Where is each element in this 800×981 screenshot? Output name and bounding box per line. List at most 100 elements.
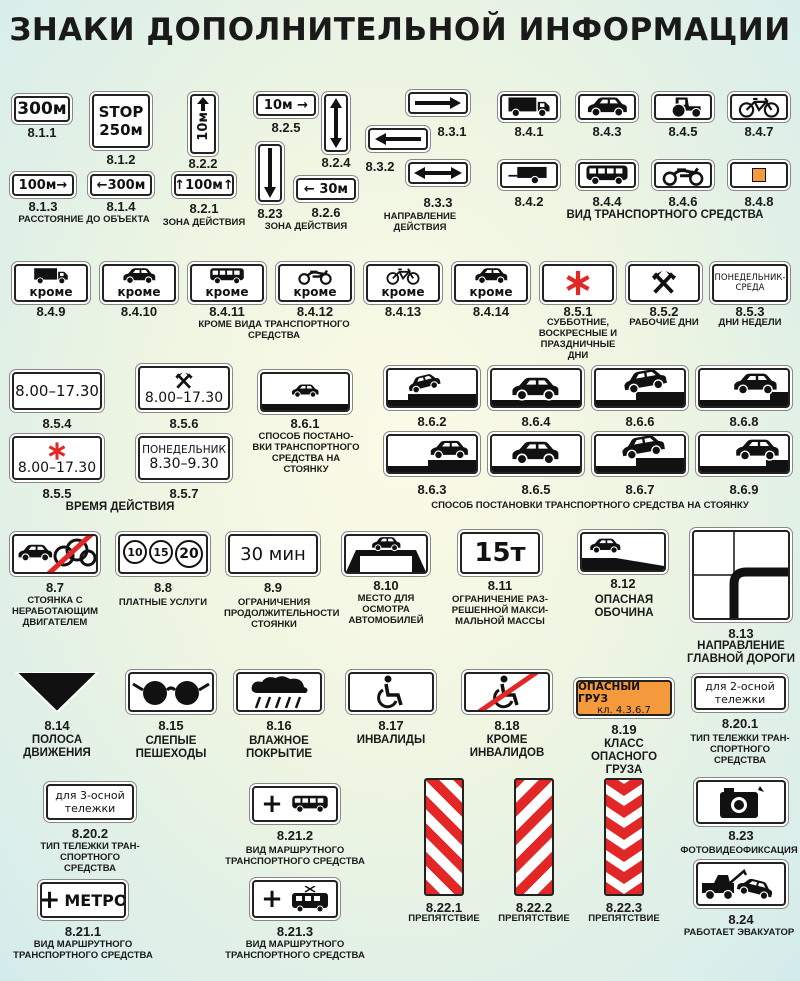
caption-8-2-b: ЗОНА ДЕЙСТВИЯ xyxy=(264,221,348,232)
code-8-2-5: 8.2.5 xyxy=(271,120,301,135)
code-8-1-2: 8.1.2 xyxy=(106,152,136,167)
bicycle-icon xyxy=(737,96,781,118)
code-8-16: 8.16 xyxy=(266,718,292,733)
truck-icon xyxy=(33,267,69,285)
caption-8-5-2: РАБОЧИЕ ДНИ xyxy=(629,317,699,328)
sign-8-5-1 xyxy=(542,264,614,302)
code-8-1-3: 8.1.3 xyxy=(28,199,58,214)
sign-8-4-12: кроме xyxy=(278,264,352,302)
asterisk-icon xyxy=(564,269,592,297)
code-8-2-3: 8.23 xyxy=(257,206,283,221)
code-8-4-8: 8.4.8 xyxy=(744,194,774,209)
code-8-14: 8.14 xyxy=(44,718,70,733)
code-8-1-4: 8.1.4 xyxy=(106,199,136,214)
caption-8-22-1: ПРЕПЯТСТВИЕ xyxy=(408,913,480,924)
sign-8-20-2: для 3-осной тележки xyxy=(46,784,134,820)
caption-8-21-1: ВИД МАРШРУТНОГО ТРАНСПОРТНОГО СРЕДСТВА xyxy=(13,939,153,961)
arrow-updown-icon xyxy=(330,98,342,148)
code-8-4-11: 8.4.11 xyxy=(209,304,245,319)
sign-8-4-6 xyxy=(654,162,712,188)
code-8-6-5: 8.6.5 xyxy=(521,482,551,497)
plus-icon: + xyxy=(261,884,283,914)
sign-8-5-7: ПОНЕДЕЛЬНИК 8.30–9.30 xyxy=(138,436,230,480)
trailer-icon xyxy=(507,164,551,186)
code-8-4-7: 8.4.7 xyxy=(744,124,774,139)
caption-8-6-1: СПОСОБ ПОСТАНО- ВКИ ТРАНСПОРТНОГО СРЕДСТ… xyxy=(252,431,360,475)
sign-8-4-9: кроме xyxy=(14,264,88,302)
code-8-6-1: 8.6.1 xyxy=(290,416,320,431)
caption-8-23: ФОТОВИДЕОФИКСАЦИЯ xyxy=(680,845,798,856)
sign-8-8: 10 15 20 xyxy=(118,534,208,574)
sign-8-4-2 xyxy=(500,162,558,188)
sign-8-5-5: 8.00–17.30 xyxy=(12,436,102,480)
code-8-3-1: 8.3.1 xyxy=(437,124,467,139)
caption-8-4: ВИД ТРАНСПОРТНОГО СРЕДСТВА xyxy=(566,209,764,221)
caption-8-9: ОГРАНИЧЕНИЯ ПРОДОЛЖИТЕЛЬНОСТИ СТОЯНКИ xyxy=(224,597,340,630)
code-8-5-4: 8.5.4 xyxy=(42,416,72,431)
sign-8-15 xyxy=(128,672,214,712)
sign-8-6-5 xyxy=(490,434,582,474)
sign-8-9: 30 мин xyxy=(228,534,318,574)
code-8-6-3: 8.6.3 xyxy=(417,482,447,497)
sign-8-22-2 xyxy=(514,778,554,896)
code-8-6-6: 8.6.6 xyxy=(625,414,655,429)
car-icon xyxy=(585,96,629,118)
code-8-22-3: 8.22.3 xyxy=(605,900,643,915)
code-8-4-14: 8.4.14 xyxy=(472,304,510,319)
bicycle-icon xyxy=(385,267,421,285)
caption-8-10: МЕСТО ДЛЯ ОСМОТРА АВТОМОБИЛЕЙ xyxy=(348,593,424,626)
sign-8-17 xyxy=(348,672,434,712)
caption-8-3: НАПРАВЛЕНИЕ ДЕЙСТВИЯ xyxy=(383,211,457,233)
sign-8-6-4 xyxy=(490,368,582,408)
chevron-stripes-icon xyxy=(606,780,642,894)
code-8-22-1: 8.22.1 xyxy=(425,900,463,915)
sign-8-22-3 xyxy=(604,778,644,896)
truck-icon xyxy=(507,96,551,118)
caption-8-1: РАССТОЯНИЕ ДО ОБЪЕКТА xyxy=(18,214,150,225)
caption-8-5-1: СУББОТНИЕ, ВОСКРЕСНЫЕ И ПРАЗДНИЧНЫЕ ДНИ xyxy=(538,317,618,361)
sign-8-16 xyxy=(236,672,322,712)
sign-8-4-7 xyxy=(730,94,788,120)
caption-8-14: ПОЛОСА ДВИЖЕНИЯ xyxy=(23,734,91,760)
code-8-3-3: 8.3.3 xyxy=(423,195,453,210)
code-8-20-1: 8.20.1 xyxy=(721,716,759,731)
caption-8-5: ВРЕМЯ ДЕЙСТВИЯ xyxy=(65,501,175,513)
code-8-10: 8.10 xyxy=(373,578,399,593)
sign-8-6-3 xyxy=(386,434,478,474)
code-8-5-6: 8.5.6 xyxy=(169,416,199,431)
code-8-2-4: 8.2.4 xyxy=(321,155,351,170)
sign-8-22-1 xyxy=(424,778,464,896)
sign-8-3-3 xyxy=(408,162,468,184)
sign-8-2-5: 10м → xyxy=(256,94,316,116)
code-8-4-3: 8.4.3 xyxy=(592,124,622,139)
wheelchair-icon xyxy=(377,675,403,709)
arrow-left-icon xyxy=(375,133,421,145)
bus-icon xyxy=(585,164,629,186)
code-8-11: 8.11 xyxy=(487,578,513,593)
sign-8-1-2: STOP 250м xyxy=(92,94,150,148)
sign-8-19: ОПАСНЫЙ ГРУЗ кл. 4.3.6.7 xyxy=(576,680,672,716)
caption-8-7: СТОЯНКА С НЕРАБОТАЮЩИМ ДВИГАТЕЛЕМ xyxy=(11,595,99,628)
sign-8-4-13: кроме xyxy=(366,264,440,302)
code-8-5-3: 8.5.3 xyxy=(735,304,765,319)
sign-8-1-3: 100м→ xyxy=(12,174,74,196)
sign-8-12 xyxy=(580,532,666,572)
sign-8-18 xyxy=(464,672,550,712)
code-8-12: 8.12 xyxy=(610,576,636,591)
sign-8-4-5 xyxy=(654,94,712,120)
code-8-9: 8.9 xyxy=(263,580,283,595)
code-8-4-2: 8.4.2 xyxy=(514,194,544,209)
code-8-4-9: 8.4.9 xyxy=(36,304,66,319)
rain-icon xyxy=(251,676,308,709)
sign-8-1-1: 300м xyxy=(14,96,70,122)
sign-8-4-10: кроме xyxy=(102,264,176,302)
sign-8-21-1: + МЕТРО xyxy=(40,882,126,918)
main-road-icon xyxy=(694,532,788,618)
hammers-icon xyxy=(174,371,194,391)
sign-8-5-3: ПОНЕДЕЛЬНИК- СРЕДА xyxy=(712,264,788,302)
caption-8-12: ОПАСНАЯ ОБОЧИНА xyxy=(594,594,654,620)
bus-icon xyxy=(209,267,245,285)
caption-8-6: СПОСОБ ПОСТАНОВКИ ТРАНСПОРТНОГО СРЕДСТВА… xyxy=(431,500,749,511)
code-8-22-2: 8.22.2 xyxy=(515,900,553,915)
asterisk-icon xyxy=(47,441,67,461)
